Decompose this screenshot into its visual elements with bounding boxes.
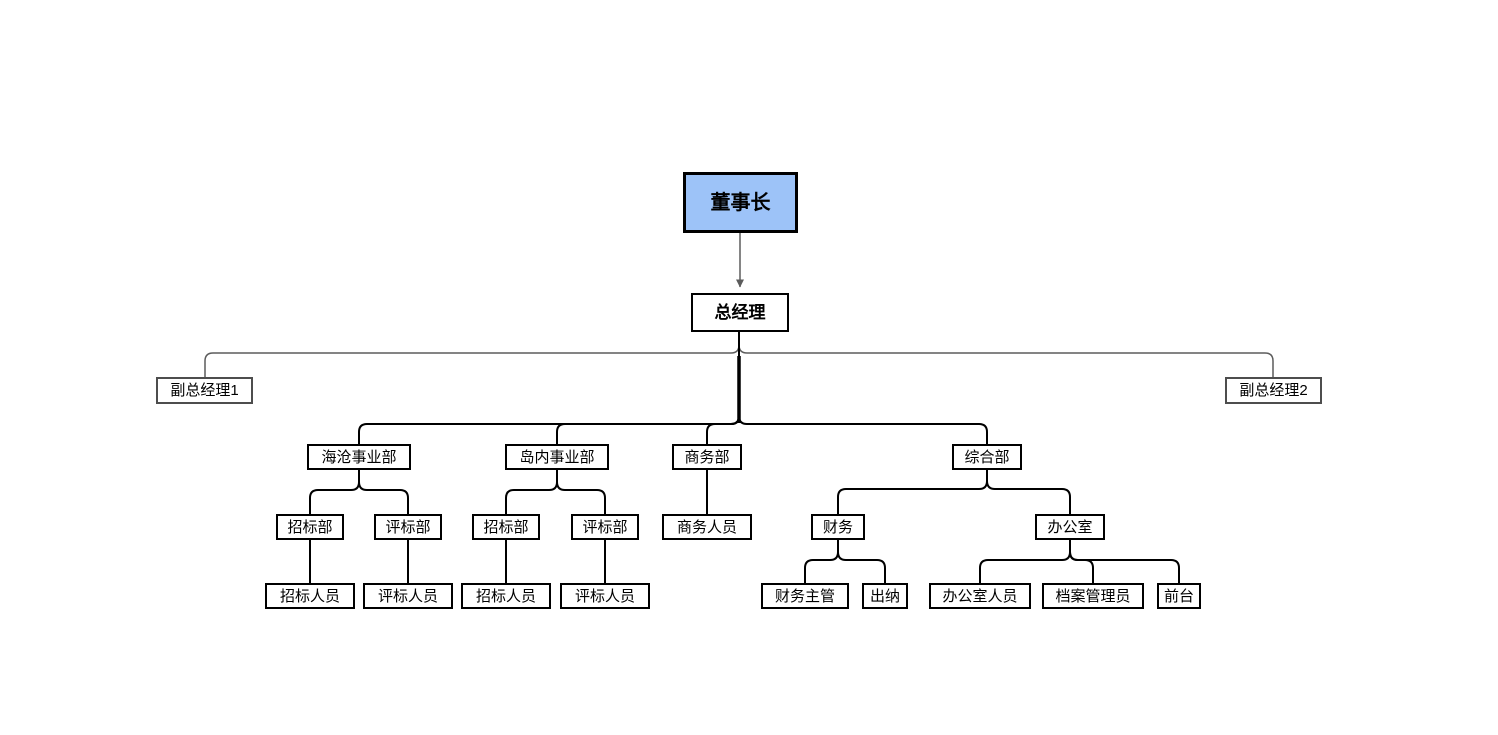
node-label-front-desk: 前台 bbox=[1163, 587, 1194, 605]
node-bidding-dept-2[interactable]: 招标部 bbox=[472, 514, 540, 540]
node-general-affairs-dept[interactable]: 综合部 bbox=[952, 444, 1022, 470]
node-label-island-division: 岛内事业部 bbox=[519, 448, 595, 466]
node-label-bidding-staff-1: 招标人员 bbox=[279, 587, 340, 605]
node-label-deputy-gm-2: 副总经理2 bbox=[1239, 382, 1308, 399]
node-bidding-staff-2[interactable]: 招标人员 bbox=[461, 583, 551, 609]
node-island-division[interactable]: 岛内事业部 bbox=[505, 444, 609, 470]
node-finance-supervisor[interactable]: 财务主管 bbox=[761, 583, 849, 609]
node-front-desk[interactable]: 前台 bbox=[1157, 583, 1201, 609]
node-chairman[interactable]: 董事长 bbox=[683, 172, 798, 233]
node-deputy-gm-2[interactable]: 副总经理2 bbox=[1225, 377, 1322, 404]
node-office[interactable]: 办公室 bbox=[1035, 514, 1105, 540]
node-label-bidding-staff-2: 招标人员 bbox=[475, 587, 536, 605]
node-label-bidding-dept-1: 招标部 bbox=[287, 518, 333, 536]
node-office-staff[interactable]: 办公室人员 bbox=[929, 583, 1031, 609]
edge-haicang-division-to-evaluation-dept-1 bbox=[358, 470, 409, 514]
node-label-cashier: 出纳 bbox=[869, 587, 900, 605]
node-haicang-division[interactable]: 海沧事业部 bbox=[307, 444, 411, 470]
edge-island-division-to-evaluation-dept-2 bbox=[556, 470, 606, 514]
node-label-chairman: 董事长 bbox=[710, 191, 771, 214]
node-label-archives-manager: 档案管理员 bbox=[1055, 587, 1131, 605]
node-label-general-affairs-dept: 综合部 bbox=[964, 448, 1010, 466]
node-business-staff[interactable]: 商务人员 bbox=[662, 514, 752, 540]
node-evaluation-staff-1[interactable]: 评标人员 bbox=[363, 583, 453, 609]
node-label-evaluation-staff-2: 评标人员 bbox=[574, 587, 635, 605]
node-label-haicang-division: 海沧事业部 bbox=[321, 448, 397, 466]
node-label-business-staff: 商务人员 bbox=[676, 518, 737, 536]
node-label-finance: 财务 bbox=[822, 518, 853, 536]
node-label-finance-supervisor: 财务主管 bbox=[774, 587, 835, 605]
edge-general-affairs-dept-to-office bbox=[986, 470, 1071, 514]
node-label-bidding-dept-2: 招标部 bbox=[483, 518, 529, 536]
node-deputy-gm-1[interactable]: 副总经理1 bbox=[156, 377, 253, 404]
node-general-manager[interactable]: 总经理 bbox=[691, 293, 789, 332]
node-cashier[interactable]: 出纳 bbox=[862, 583, 908, 609]
node-bidding-staff-1[interactable]: 招标人员 bbox=[265, 583, 355, 609]
node-evaluation-dept-2[interactable]: 评标部 bbox=[571, 514, 639, 540]
node-label-general-manager: 总经理 bbox=[714, 303, 766, 322]
edge-office-to-front-desk bbox=[1069, 540, 1180, 583]
node-finance[interactable]: 财务 bbox=[811, 514, 865, 540]
node-label-business-dept: 商务部 bbox=[684, 448, 730, 466]
node-business-dept[interactable]: 商务部 bbox=[672, 444, 742, 470]
edge-finance-to-cashier bbox=[837, 540, 886, 583]
node-label-evaluation-staff-1: 评标人员 bbox=[377, 587, 438, 605]
node-label-deputy-gm-1: 副总经理1 bbox=[170, 382, 239, 399]
node-evaluation-dept-1[interactable]: 评标部 bbox=[374, 514, 442, 540]
node-bidding-dept-1[interactable]: 招标部 bbox=[276, 514, 344, 540]
node-label-office-staff: 办公室人员 bbox=[942, 587, 1018, 605]
node-archives-manager[interactable]: 档案管理员 bbox=[1042, 583, 1144, 609]
node-label-evaluation-dept-2: 评标部 bbox=[582, 518, 628, 536]
node-label-evaluation-dept-1: 评标部 bbox=[385, 518, 431, 536]
node-label-office: 办公室 bbox=[1047, 518, 1093, 536]
node-evaluation-staff-2[interactable]: 评标人员 bbox=[560, 583, 650, 609]
